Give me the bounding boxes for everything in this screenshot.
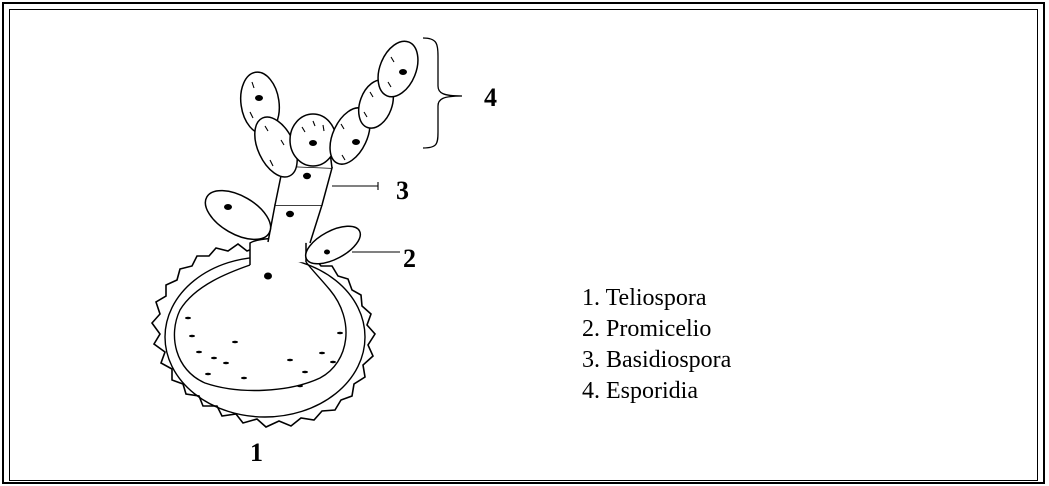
legend-item-esporidia: 4. Esporidia	[582, 376, 731, 407]
legend-item-teliospora: 1. Teliospora	[582, 283, 731, 314]
label-2: 2	[403, 244, 416, 274]
bracket-4	[423, 38, 462, 148]
label-3: 3	[396, 176, 409, 206]
label-1: 1	[250, 438, 263, 468]
legend-item-basidiospora: 3. Basidiospora	[582, 345, 731, 376]
label-4: 4	[484, 83, 497, 113]
teliospore-nucleus	[264, 273, 272, 280]
legend: 1. Teliospora 2. Promicelio 3. Basidiosp…	[582, 283, 731, 407]
legend-item-promicelio: 2. Promicelio	[582, 314, 731, 345]
teliospore-wall	[152, 244, 375, 427]
